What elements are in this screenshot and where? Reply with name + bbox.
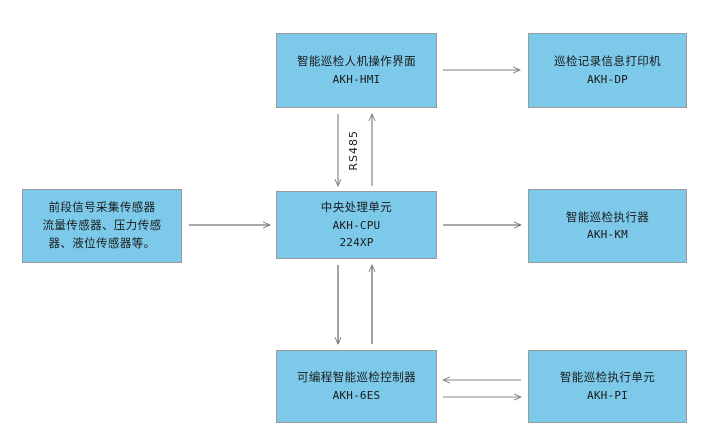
node-cpu[interactable]: 中央处理单元 AKH-CPU 224XP [276,191,437,259]
node-pi-title: 智能巡检执行单元 [559,370,656,385]
node-hmi-code: AKH-HMI [332,72,381,86]
node-plc-title: 可编程智能巡检控制器 [297,370,416,385]
node-pi-code: AKH-PI [587,388,628,402]
node-hmi-title: 智能巡检人机操作界面 [297,54,416,69]
node-cpu-code: AKH-CPU [332,218,381,232]
node-sensors-line2: 流量传感器、压力传感 [42,218,162,233]
node-pi[interactable]: 智能巡检执行单元 AKH-PI [528,350,687,423]
node-km[interactable]: 智能巡检执行器 AKH-KM [528,189,687,263]
node-cpu-code2: 224XP [339,235,374,249]
node-printer-code: AKH-DP [587,72,628,86]
node-printer-title: 巡检记录信息打印机 [553,54,662,69]
node-plc-code: AKH-6ES [332,388,381,402]
node-km-title: 智能巡检执行器 [565,209,650,224]
node-cpu-title: 中央处理单元 [320,200,393,215]
node-plc[interactable]: 可编程智能巡检控制器 AKH-6ES [276,350,437,423]
node-sensors-line3: 器、液位传感器等。 [48,235,156,250]
node-sensors-line1: 前段信号采集传感器 [48,200,156,215]
edge-label-rs485: RS485 [347,130,360,171]
node-printer[interactable]: 巡检记录信息打印机 AKH-DP [528,33,687,108]
node-sensors[interactable]: 前段信号采集传感器 流量传感器、压力传感 器、液位传感器等。 [22,189,182,263]
node-km-code: AKH-KM [587,228,628,242]
node-hmi[interactable]: 智能巡检人机操作界面 AKH-HMI [276,33,437,108]
